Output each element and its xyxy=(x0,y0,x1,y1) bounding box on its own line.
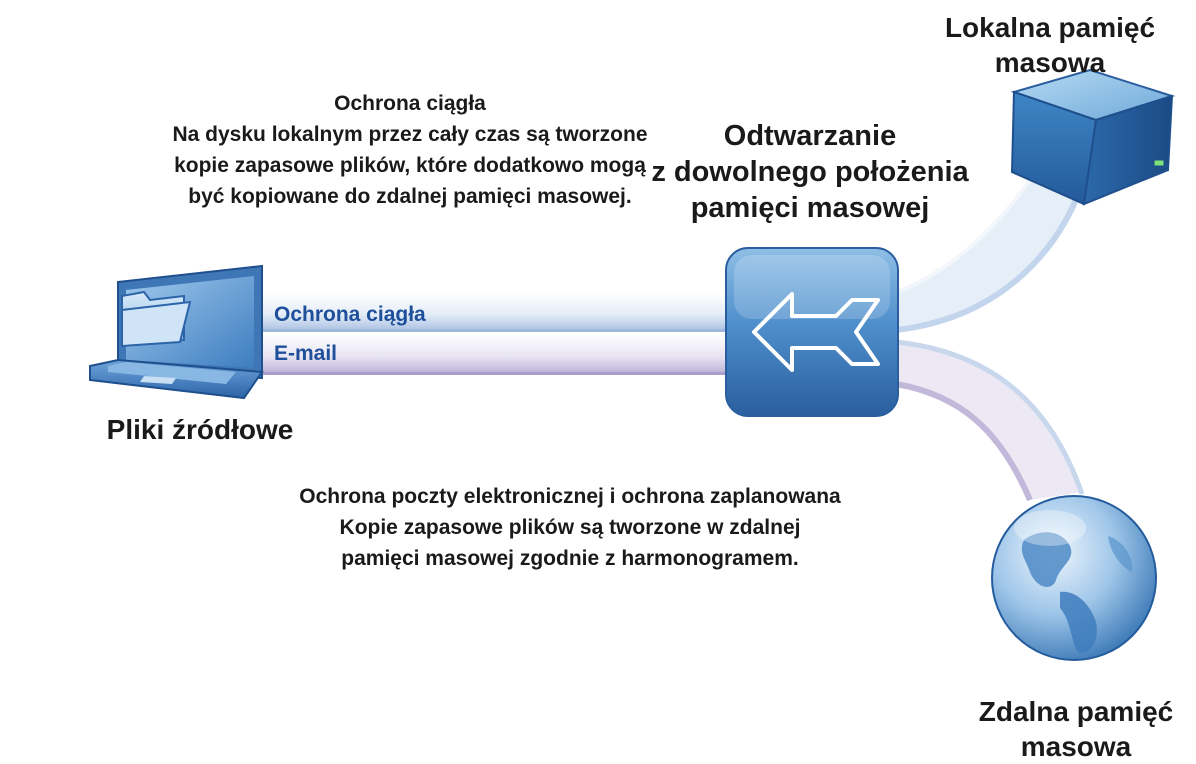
email-scheduled-line-1: Kopie zapasowe plików są tworzone w zdal… xyxy=(339,516,801,539)
globe-icon xyxy=(991,495,1157,661)
continuous-protection-line-1: Na dysku lokalnym przez cały czas są two… xyxy=(172,123,648,146)
band-continuous xyxy=(246,293,736,332)
band-label-email: E-mail xyxy=(274,342,338,365)
continuous-protection-title: Ochrona ciągła xyxy=(334,92,486,115)
email-scheduled-line-2: pamięci masowej zgodnie z harmonogramem. xyxy=(341,547,799,570)
continuous-protection-line-2: kopie zapasowe plików, które dodatkowo m… xyxy=(174,154,646,177)
remote-storage-line-1: Zdalna pamięć xyxy=(978,696,1174,727)
laptop-folder-icon xyxy=(89,264,264,400)
source-files-label: Pliki źródłowe xyxy=(106,414,294,445)
remote-storage-line-2: masowa xyxy=(1020,731,1132,762)
local-storage-label: Lokalna pamięć masowa xyxy=(920,10,1180,80)
restore-caption: Odtwarzanie z dowolnego położenia pamięc… xyxy=(600,118,1020,226)
restore-arrow-icon xyxy=(725,247,899,417)
band-email xyxy=(246,334,736,375)
continuous-protection-caption: Ochrona ciągła Na dysku lokalnym przez c… xyxy=(110,88,710,212)
local-storage-line-2: masowa xyxy=(994,47,1106,78)
restore-title-line-1: Odtwarzanie xyxy=(723,120,897,152)
band-label-continuous: Ochrona ciągła xyxy=(274,303,426,326)
remote-storage-label: Zdalna pamięć masowa xyxy=(946,694,1196,764)
restore-title-line-3: pamięci masowej xyxy=(690,192,930,224)
email-scheduled-caption: Ochrona poczty elektronicznej i ochrona … xyxy=(200,481,940,574)
restore-title-line-2: z dowolnego położenia xyxy=(651,156,969,188)
continuous-protection-line-3: być kopiowane do zdalnej pamięci masowej… xyxy=(188,185,632,208)
band-to-remote-storage xyxy=(895,339,1085,502)
email-scheduled-title: Ochrona poczty elektronicznej i ochrona … xyxy=(299,485,841,508)
storage-box-icon xyxy=(1010,68,1176,206)
local-storage-line-1: Lokalna pamięć xyxy=(944,12,1156,43)
